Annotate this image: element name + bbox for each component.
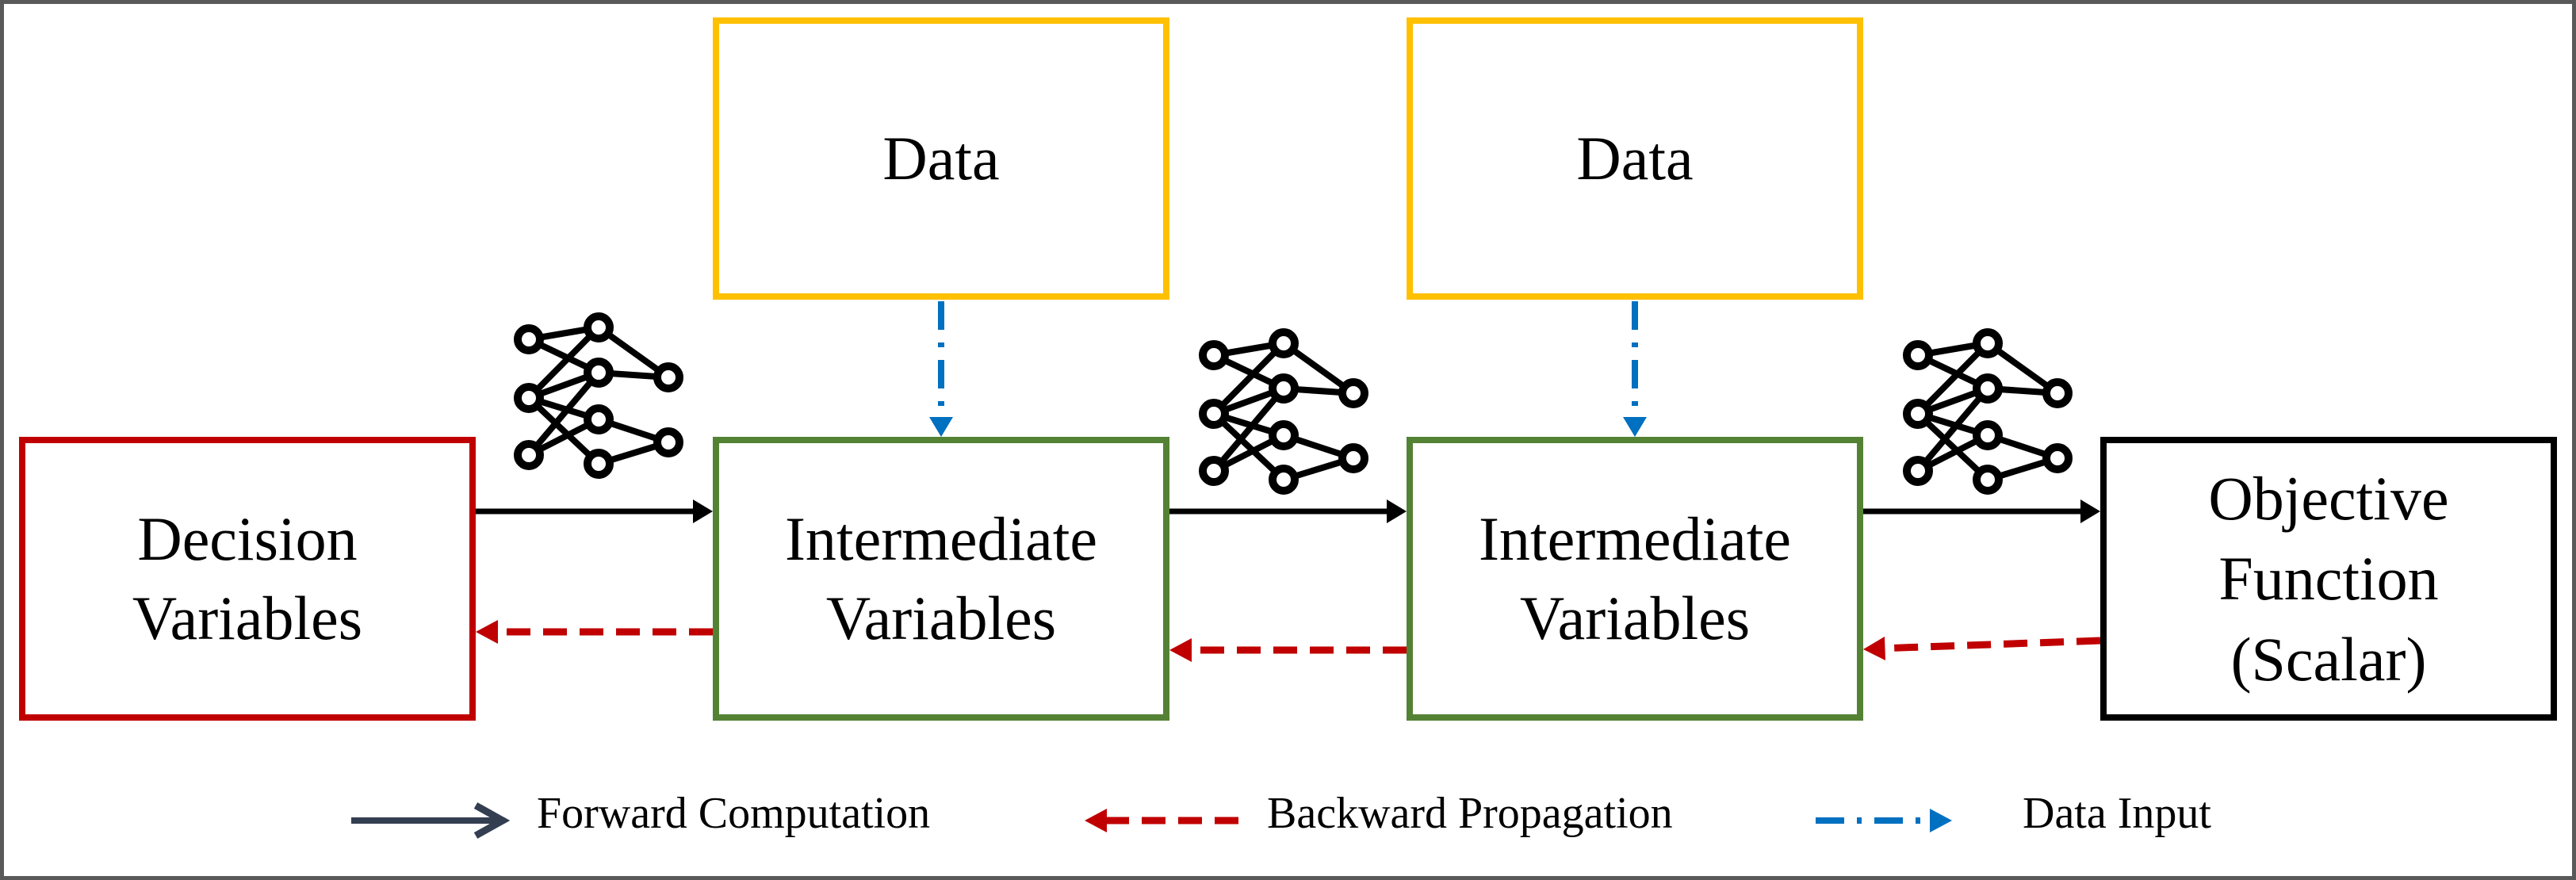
intermediate-variables-box-2: Intermediate Variables (1407, 437, 1863, 721)
decision-variables-box: Decision Variables (19, 437, 476, 721)
legend-backward-arrow (1085, 809, 1238, 832)
data-box-2-label: Data (1576, 124, 1694, 193)
decision-variables-line1: Decision (137, 504, 358, 574)
data-box-1: Data (713, 17, 1169, 300)
neural-network-icon (518, 316, 679, 475)
objective-function-line2: Function (2218, 544, 2439, 614)
data-input-arrow-1 (929, 301, 953, 437)
legend-backward-label: Backward Propagation (1267, 789, 1673, 838)
legend-forward-label: Forward Computation (537, 789, 931, 838)
intermediate-variables-2-line1: Intermediate (1478, 504, 1792, 574)
decision-variables-line2: Variables (132, 583, 363, 652)
intermediate-variables-1-line1: Intermediate (784, 504, 1098, 574)
objective-function-line1: Objective (2208, 463, 2449, 533)
intermediate-variables-1-line2: Variables (825, 583, 1057, 652)
neural-network-icon (1203, 332, 1365, 491)
backward-arrow-2 (1169, 638, 1407, 662)
neural-network-icon (1907, 332, 2069, 491)
forward-arrow-1 (476, 499, 713, 523)
backward-arrow-1 (476, 620, 713, 644)
objective-function-line3: (Scalar) (2230, 624, 2427, 694)
data-box-1-label: Data (882, 124, 1000, 193)
data-box-2: Data (1407, 17, 1863, 300)
intermediate-variables-2-line2: Variables (1519, 583, 1751, 652)
legend-forward-arrow (351, 802, 511, 839)
backward-arrow-3 (1863, 637, 2101, 660)
legend-data-input-label: Data Input (2023, 789, 2211, 838)
data-input-arrow-2 (1623, 301, 1647, 437)
forward-arrow-2 (1169, 499, 1407, 523)
objective-function-box: Objective Function (Scalar) (2100, 437, 2557, 721)
intermediate-variables-box-1: Intermediate Variables (713, 437, 1169, 721)
forward-arrow-3 (1863, 499, 2100, 523)
legend-data-input-arrow (1816, 809, 1952, 832)
